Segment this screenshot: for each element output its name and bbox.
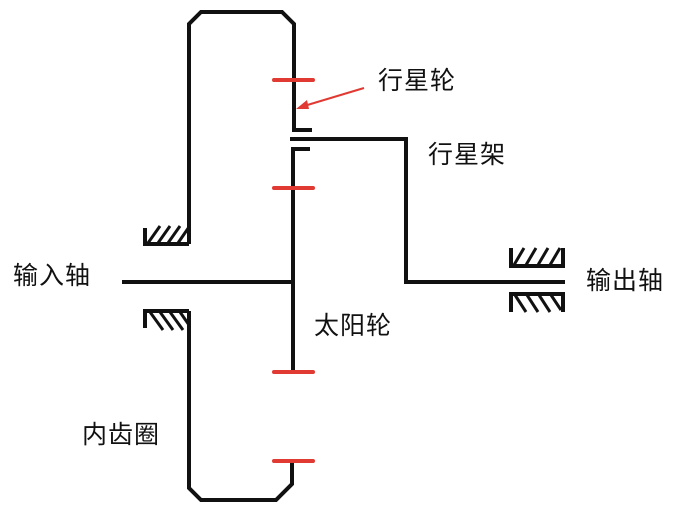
label-output-shaft: 输出轴 bbox=[586, 266, 665, 295]
hatch-line bbox=[549, 294, 563, 311]
bearing-right-upper bbox=[509, 248, 565, 268]
hatch-line bbox=[536, 247, 550, 266]
hatch-line bbox=[148, 311, 165, 331]
label-planet-carrier: 行星架 bbox=[428, 140, 507, 169]
label-sun-gear: 太阳轮 bbox=[314, 311, 393, 340]
hatch-line bbox=[525, 294, 540, 313]
planet-carrier bbox=[290, 137, 565, 284]
hatch-line bbox=[146, 225, 162, 244]
label-input-shaft: 输入轴 bbox=[13, 261, 92, 290]
hatch-line bbox=[176, 226, 191, 244]
hatch-line bbox=[166, 225, 182, 244]
ring-gear-upper bbox=[187, 10, 312, 244]
ground-left-upper bbox=[143, 228, 189, 246]
ring-gear-lower bbox=[187, 311, 294, 502]
sun-gear-shaft bbox=[291, 147, 310, 372]
hatch-line bbox=[548, 247, 562, 266]
bearing-right-lower bbox=[509, 292, 565, 312]
hatch-line bbox=[513, 294, 528, 313]
hatch-line bbox=[524, 247, 538, 266]
label-ring-gear: 内齿圈 bbox=[82, 420, 161, 449]
hatch-line bbox=[168, 311, 185, 331]
hatch-line bbox=[512, 247, 526, 266]
hatch-line bbox=[158, 311, 175, 331]
planet-gear-arrow-icon bbox=[296, 87, 365, 109]
hatch-line bbox=[156, 225, 172, 244]
ground-hatching bbox=[146, 225, 563, 331]
hatch-line bbox=[537, 294, 552, 313]
ground-left-lower bbox=[143, 309, 189, 328]
hatch-line bbox=[178, 311, 191, 326]
label-planet-gear: 行星轮 bbox=[378, 66, 457, 95]
